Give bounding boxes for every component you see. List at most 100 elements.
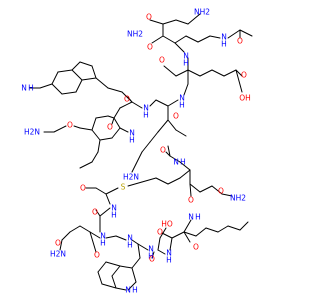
atom-label-h-trp2: H — [127, 241, 133, 250]
bond-line — [199, 69, 213, 77]
bond-line — [137, 243, 141, 259]
bond-line — [115, 235, 127, 241]
atom-label-o-lys: O — [173, 112, 179, 121]
bond-line — [141, 177, 157, 183]
atom-label-h-glu: H — [179, 101, 185, 110]
bond-line — [197, 35, 211, 43]
atom-label-o-glu2: O — [241, 71, 247, 80]
atom-label-h-indole2: H — [132, 286, 138, 295]
bond-line — [175, 19, 189, 25]
bond-line — [149, 99, 157, 107]
bond-line — [235, 69, 243, 93]
bond-line — [51, 71, 59, 85]
bond-line — [167, 145, 171, 157]
bond-line — [113, 117, 121, 129]
bond-line — [205, 227, 219, 233]
bond-line — [209, 35, 221, 39]
atom-label-nh-ac: N — [173, 158, 179, 167]
bond-line — [165, 151, 171, 157]
bond-line — [119, 127, 129, 133]
bond-line — [119, 265, 133, 269]
bond-line — [235, 69, 243, 77]
bond-line — [91, 65, 97, 79]
bond-line — [131, 101, 143, 109]
atom-label-h-ring-r: H — [195, 213, 201, 222]
atom-label-n-asn-amide: NH2 — [127, 30, 143, 39]
bond-line — [57, 69, 73, 73]
bond-line — [71, 61, 81, 71]
bond-line — [167, 177, 181, 185]
atom-label-nh-gln3: N — [166, 249, 172, 258]
atom-label-h-tyr: H — [129, 136, 135, 145]
atom-label-o-gly: O — [237, 37, 243, 46]
bond-line — [121, 91, 133, 103]
atom-label-nh-trp2: N — [127, 234, 133, 243]
bond-line — [53, 125, 67, 133]
bond-line — [107, 87, 123, 93]
bond-line — [97, 261, 107, 273]
bond-line — [95, 187, 107, 195]
atom-label-h-cys: H — [111, 211, 117, 220]
atom-label-o-gln2-side: O — [55, 239, 61, 248]
bond-line — [163, 65, 177, 77]
bond-line — [91, 117, 97, 131]
bond-line — [99, 137, 113, 141]
atom-label-oh-thr: HO — [161, 220, 173, 229]
bond-line — [141, 141, 151, 153]
bond-line — [111, 127, 121, 139]
atom-label-n-gln-side: NH2 — [230, 194, 246, 203]
bond-line — [161, 232, 173, 239]
bond-line — [183, 83, 189, 96]
atom-label-n-amide-top: NH2 — [194, 8, 210, 17]
atom-label-o-gln1: O — [92, 208, 98, 217]
atom-label-o-gln-side: O — [218, 187, 224, 196]
bond-line — [157, 119, 169, 133]
atom-label-h-ac: H — [180, 158, 186, 167]
atom-label-s-thio: S — [121, 183, 126, 192]
bond-line — [137, 243, 149, 251]
bond-line — [187, 69, 201, 77]
atom-label-nh-asn2: N — [183, 52, 189, 61]
bond-line — [179, 169, 191, 179]
atom-label-nh-indole2: N — [125, 286, 131, 295]
bond-line — [149, 19, 164, 25]
bond-line — [91, 151, 99, 163]
bond-line — [239, 29, 253, 37]
bond-line — [227, 29, 241, 39]
atom-label-o-ether: O — [67, 121, 73, 130]
atom-label-oh-glu: OH — [239, 94, 251, 103]
bond-line — [155, 177, 169, 185]
bond-line — [169, 237, 173, 251]
atom-label-nh-tyr: N — [129, 129, 135, 138]
atom-label-h-trp1: H — [143, 111, 149, 120]
atom-label-n-amine: H2N — [24, 128, 40, 137]
bond-line — [162, 19, 177, 25]
bond-line — [151, 35, 164, 44]
bond-line — [149, 131, 159, 143]
atom-label-nh-cys: N — [111, 204, 117, 213]
bond-line — [159, 227, 167, 239]
atom-label-h-gln3: H — [166, 256, 172, 265]
bond-line — [167, 99, 179, 107]
bond-line — [107, 115, 115, 119]
bond-line — [135, 151, 143, 165]
atom-label-nh-indole1: N — [21, 84, 27, 93]
atom-label-h-asn2: H — [183, 59, 189, 68]
bond-line — [111, 275, 117, 289]
atom-label-o-trp2: O — [157, 228, 163, 237]
bond-line — [221, 193, 233, 197]
bond-line — [105, 187, 119, 195]
bond-line — [131, 257, 141, 269]
bond-line — [239, 221, 249, 231]
atom-label-h-thr: H — [148, 252, 154, 261]
bond-line — [89, 231, 97, 253]
bond-line — [39, 83, 53, 89]
atom-label-o-top-left: O — [146, 13, 152, 22]
bond-line — [119, 101, 133, 109]
atom-label-nh-ring-r: N — [188, 213, 194, 222]
atom-label-o-glu1: O — [159, 56, 165, 65]
atom-label-o-trp1: O — [124, 95, 130, 104]
bond-line — [127, 281, 137, 291]
bond-line — [151, 251, 155, 259]
bond-line — [91, 129, 101, 141]
